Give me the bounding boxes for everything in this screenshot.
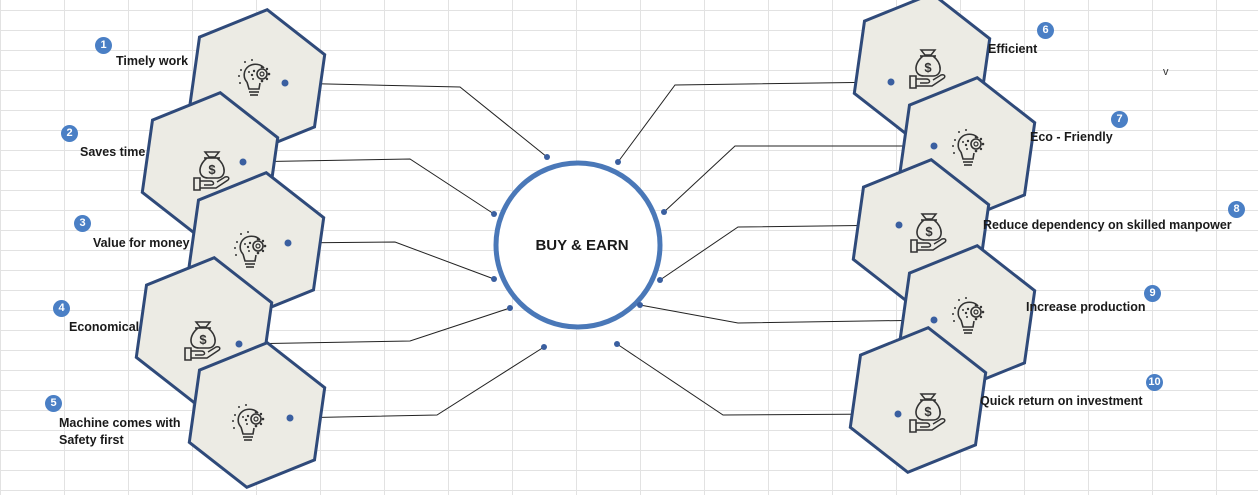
item-label-6: Efficient <box>988 42 1038 56</box>
center-endpoint-dot-2 <box>491 211 497 217</box>
connector-line-3 <box>287 241 495 280</box>
connector-line-5 <box>289 346 545 419</box>
hexagon-shape <box>187 340 327 490</box>
center-circle <box>493 160 663 330</box>
connector-anchor-dot <box>284 239 292 247</box>
connector-line-8 <box>659 224 900 281</box>
connector-anchor-dot <box>235 340 243 348</box>
center-endpoint-dot-3 <box>491 276 497 282</box>
connector-line-7 <box>663 145 934 213</box>
number-badge-5: 5 <box>45 395 62 412</box>
number-badge-1: 1 <box>95 37 112 54</box>
connector-line-2 <box>242 158 495 215</box>
connector-anchor-dot <box>930 316 938 324</box>
item-label-4: Economical <box>69 320 140 334</box>
center-endpoint-dot-1 <box>544 154 550 160</box>
connector-line-1 <box>284 82 548 158</box>
center-endpoint-dot-5 <box>541 344 547 350</box>
item-label-7: Eco - Friendly <box>1030 130 1113 144</box>
number-badge-6: 6 <box>1037 22 1054 39</box>
number-badge-4: 4 <box>53 300 70 317</box>
number-badge-2: 2 <box>61 125 78 142</box>
connector-anchor-dot <box>895 221 903 229</box>
connector-anchor-dot <box>894 410 902 418</box>
connector-line-10 <box>616 343 899 416</box>
number-badge-10: 10 <box>1146 374 1163 391</box>
connector-anchor-dot <box>286 414 294 422</box>
item-label-2: Saves time <box>80 145 146 159</box>
connector-line-9 <box>639 304 935 324</box>
stray-character: v <box>1163 66 1169 78</box>
connector-line-4 <box>238 307 511 345</box>
hexagon-node-10 <box>848 325 988 475</box>
center-endpoint-dot-8 <box>657 277 663 283</box>
center-node: BUY & EARN <box>493 160 663 330</box>
number-badge-9: 9 <box>1144 285 1161 302</box>
number-badge-8: 8 <box>1228 201 1245 218</box>
connector-anchor-dot <box>887 78 895 86</box>
center-endpoint-dot-6 <box>615 159 621 165</box>
center-endpoint-dot-7 <box>661 209 667 215</box>
number-badge-7: 7 <box>1111 111 1128 128</box>
center-endpoint-dot-9 <box>637 302 643 308</box>
center-endpoint-dot-10 <box>614 341 620 347</box>
connector-anchor-dot <box>281 79 289 87</box>
item-label-3: Value for money <box>93 236 190 250</box>
connector-anchor-dot <box>239 158 247 166</box>
connector-anchor-dot <box>930 142 938 150</box>
item-label-10: Quick return on investment <box>980 394 1143 408</box>
center-endpoint-dot-4 <box>507 305 513 311</box>
number-badge-3: 3 <box>74 215 91 232</box>
item-label-8: Reduce dependency on skilled manpower <box>983 218 1232 232</box>
hexagon-shape <box>848 325 988 475</box>
item-label-1: Timely work <box>116 54 189 68</box>
connector-line-6 <box>617 81 892 163</box>
item-label-9: Increase production <box>1026 300 1146 314</box>
hexagon-node-5 <box>187 340 327 490</box>
center-label: BUY & EARN <box>535 237 628 254</box>
item-label-5: Machine comes with Safety first <box>59 416 181 447</box>
